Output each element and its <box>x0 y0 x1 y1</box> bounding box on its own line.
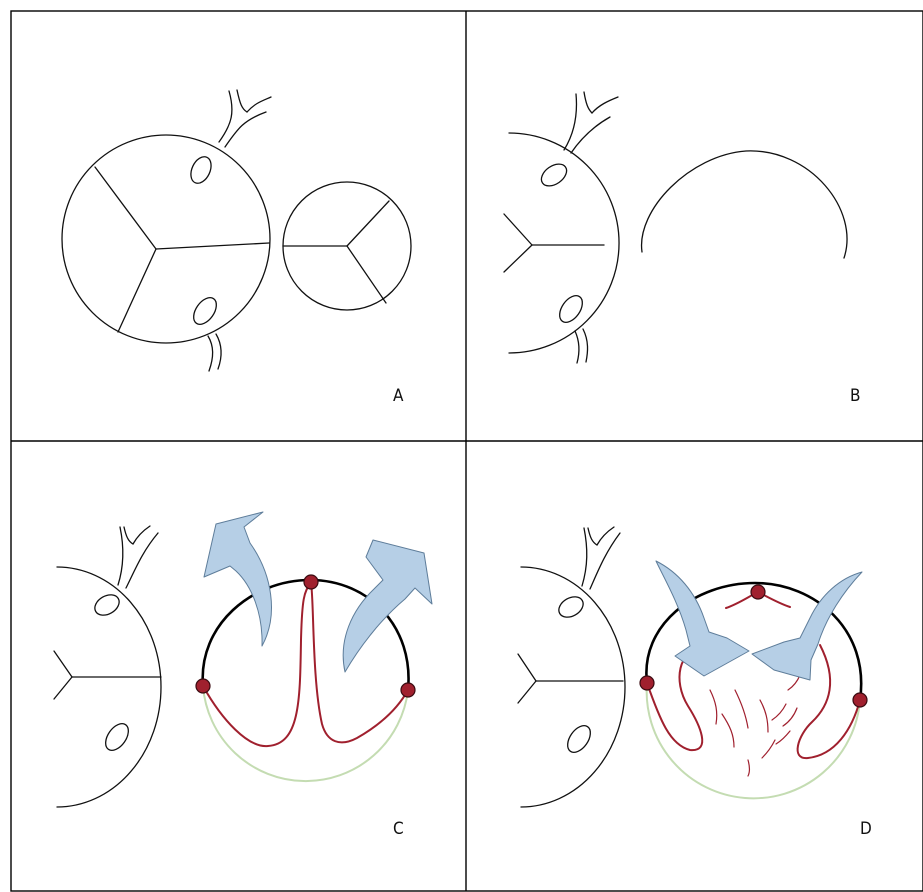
coronary-branch-top <box>581 526 621 590</box>
panel-label-a: A <box>393 386 404 406</box>
annulus-posterior <box>645 682 861 800</box>
commissure-dot-right <box>852 692 868 708</box>
annulus-anterior <box>645 581 863 702</box>
coronary-branch-top <box>218 89 272 148</box>
coronary-branch-bottom <box>207 333 222 372</box>
commissure-dot-left <box>639 675 655 691</box>
aortic-root-partial <box>503 132 620 354</box>
panel-d: D <box>517 526 872 839</box>
coronary-ostium-upper <box>558 596 584 618</box>
panel-a: A <box>61 89 412 406</box>
regurgitant-arrow-right <box>751 571 863 681</box>
commissure-dot-right <box>400 682 416 698</box>
panel-label-c: C <box>393 819 404 839</box>
aortic-root-partial <box>53 566 162 808</box>
panel-label-d: D <box>860 819 872 839</box>
outflow-arrow-left <box>203 511 272 647</box>
figure-frame <box>10 10 923 892</box>
aortic-root-partial <box>517 566 626 808</box>
aortic-valve-large <box>61 134 271 344</box>
regurgitant-arrow-left <box>655 560 750 677</box>
coronary-ostium-upper <box>190 156 212 184</box>
coronary-ostium-upper <box>540 163 568 187</box>
commissure-dot-top <box>303 574 319 590</box>
coronary-ostium-upper <box>94 594 120 616</box>
neo-leaflets <box>202 582 409 748</box>
outflow-arrow-right <box>342 539 433 673</box>
coronary-branch-bottom <box>574 328 589 364</box>
commissure-dot-top <box>750 584 766 600</box>
pulmonary-valve-small <box>282 181 412 311</box>
fibrosis-strands <box>709 674 801 777</box>
annulus-posterior <box>202 685 409 783</box>
panel-b: B <box>503 91 861 406</box>
panel-c: C <box>53 511 433 839</box>
coronary-ostium-lower <box>193 297 217 325</box>
coronary-ostium-lower <box>567 725 591 753</box>
commissure-dot-left <box>195 678 211 694</box>
coronary-branch-top <box>563 91 619 154</box>
coronary-ostium-lower <box>559 295 583 323</box>
panel-label-b: B <box>850 386 861 406</box>
coronary-branch-top <box>117 525 159 589</box>
coronary-ostium-lower <box>105 723 129 751</box>
pulmonary-autograft-arc <box>640 150 848 259</box>
